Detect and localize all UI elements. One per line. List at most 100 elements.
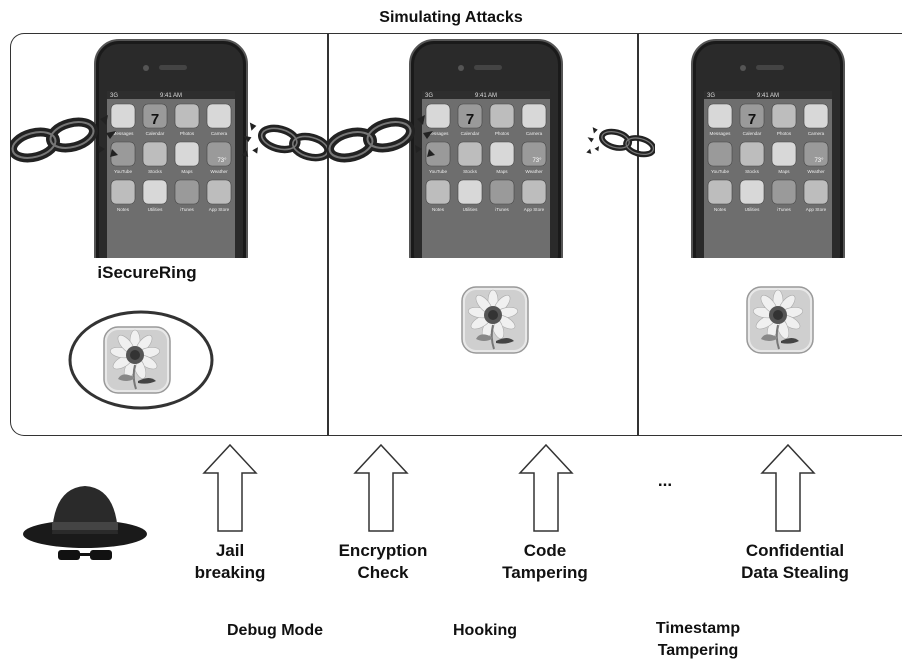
- home-app-label: Calendar: [146, 131, 165, 136]
- home-app-icon: [707, 141, 733, 167]
- home-app-label: App Store: [806, 207, 827, 212]
- home-app-icon: [174, 141, 200, 167]
- home-app-icon: [142, 141, 168, 167]
- home-app-label: Maps: [496, 169, 508, 174]
- home-app-label: Notes: [432, 207, 445, 212]
- home-app-icon: [707, 179, 733, 205]
- home-app-label: Stocks: [745, 169, 759, 174]
- protection-ring: [68, 310, 214, 410]
- broken-chain-left-2: [327, 105, 437, 175]
- home-app-label: Messages: [113, 131, 135, 136]
- attack-arrow-confidential: [760, 443, 816, 533]
- broken-chain-left-1: [10, 105, 120, 175]
- home-app-label: YouTube: [711, 169, 729, 174]
- home-app-label: Messages: [428, 131, 450, 136]
- home-app-label: Notes: [117, 207, 130, 212]
- home-app-icon: [110, 179, 136, 205]
- attack-arrow-code-tampering: [518, 443, 574, 533]
- home-app-label: Messages: [710, 131, 732, 136]
- home-app-label: Stocks: [463, 169, 477, 174]
- home-app-label: App Store: [209, 207, 230, 212]
- status-time: 9:41 AM: [475, 93, 497, 99]
- home-app-label: YouTube: [114, 169, 132, 174]
- home-app-label: Calendar: [743, 131, 762, 136]
- home-app-label: App Store: [524, 207, 545, 212]
- home-app-icon: [803, 179, 829, 205]
- home-app-label: Calendar: [461, 131, 480, 136]
- attack-arrow-encryption: [353, 443, 409, 533]
- home-app-icon: [771, 179, 797, 205]
- hacker-icon: [23, 486, 147, 560]
- home-app-icon: [425, 141, 451, 167]
- home-app-icon: [521, 103, 547, 129]
- status-network: 3G: [707, 93, 715, 99]
- calendar-day: 7: [151, 111, 159, 128]
- broken-chain-right-1: [240, 108, 330, 178]
- calendar-day: 7: [748, 111, 756, 128]
- status-time: 9:41 AM: [160, 93, 182, 99]
- home-app-icon: [206, 179, 232, 205]
- app-icon-1: [102, 325, 172, 395]
- calendar-day: 7: [466, 111, 474, 128]
- home-app-icon: [489, 179, 515, 205]
- home-app-icon: [803, 103, 829, 129]
- home-app-icon: [739, 141, 765, 167]
- label-ellipsis: ...: [657, 471, 673, 490]
- home-app-icon: [206, 141, 232, 167]
- label-hooking: Hooking: [453, 622, 517, 639]
- home-app-icon: [425, 103, 451, 129]
- attack-arrow-jailbreaking: [202, 443, 258, 533]
- home-app-label: Photos: [180, 131, 195, 136]
- home-app-icon: [206, 103, 232, 129]
- home-app-label: Maps: [181, 169, 193, 174]
- home-app-label: Notes: [714, 207, 727, 212]
- home-app-icon: [771, 141, 797, 167]
- home-app-label: Utilities: [745, 207, 761, 212]
- app-icon-2: [460, 285, 530, 355]
- home-app-label: Stocks: [148, 169, 162, 174]
- app-icon-3: [745, 285, 815, 355]
- home-app-label: Utilities: [148, 207, 164, 212]
- home-app-label: Weather: [807, 169, 825, 174]
- home-app-icon: [771, 103, 797, 129]
- home-app-label: Camera: [808, 131, 825, 136]
- home-app-label: Camera: [211, 131, 228, 136]
- panel-divider-1: [327, 33, 329, 436]
- home-app-label: Maps: [778, 169, 790, 174]
- weather-temp: 73°: [532, 158, 542, 164]
- home-app-label: iTunes: [180, 207, 194, 212]
- panel-frame: [10, 33, 902, 436]
- home-app-label: iTunes: [777, 207, 791, 212]
- home-app-icon: [739, 179, 765, 205]
- weather-temp: 73°: [217, 158, 227, 164]
- weather-temp: 73°: [814, 158, 824, 164]
- home-app-label: Camera: [526, 131, 543, 136]
- home-app-icon: [489, 141, 515, 167]
- label-timestamp-tampering: Timestamp Tampering: [655, 620, 741, 659]
- home-app-label: Weather: [210, 169, 228, 174]
- label-jailbreaking: Jail breaking: [194, 541, 266, 582]
- home-app-icon: [739, 103, 765, 129]
- label-encryption-check: Encryption Check: [338, 541, 428, 582]
- home-app-label: Photos: [777, 131, 792, 136]
- home-app-label: Photos: [495, 131, 510, 136]
- home-app-label: Weather: [525, 169, 543, 174]
- home-app-icon: [142, 179, 168, 205]
- broken-chain-right-2: [585, 108, 655, 178]
- label-confidential-data-stealing: Confidential Data Stealing: [741, 541, 849, 582]
- home-app-label: iTunes: [495, 207, 509, 212]
- home-app-icon: [707, 103, 733, 129]
- home-app-icon: [457, 141, 483, 167]
- home-app-label: YouTube: [429, 169, 447, 174]
- label-code-tampering: Code Tampering: [502, 541, 588, 582]
- home-app-icon: [489, 103, 515, 129]
- status-network: 3G: [425, 93, 433, 99]
- status-network: 3G: [110, 93, 118, 99]
- home-app-icon: [521, 179, 547, 205]
